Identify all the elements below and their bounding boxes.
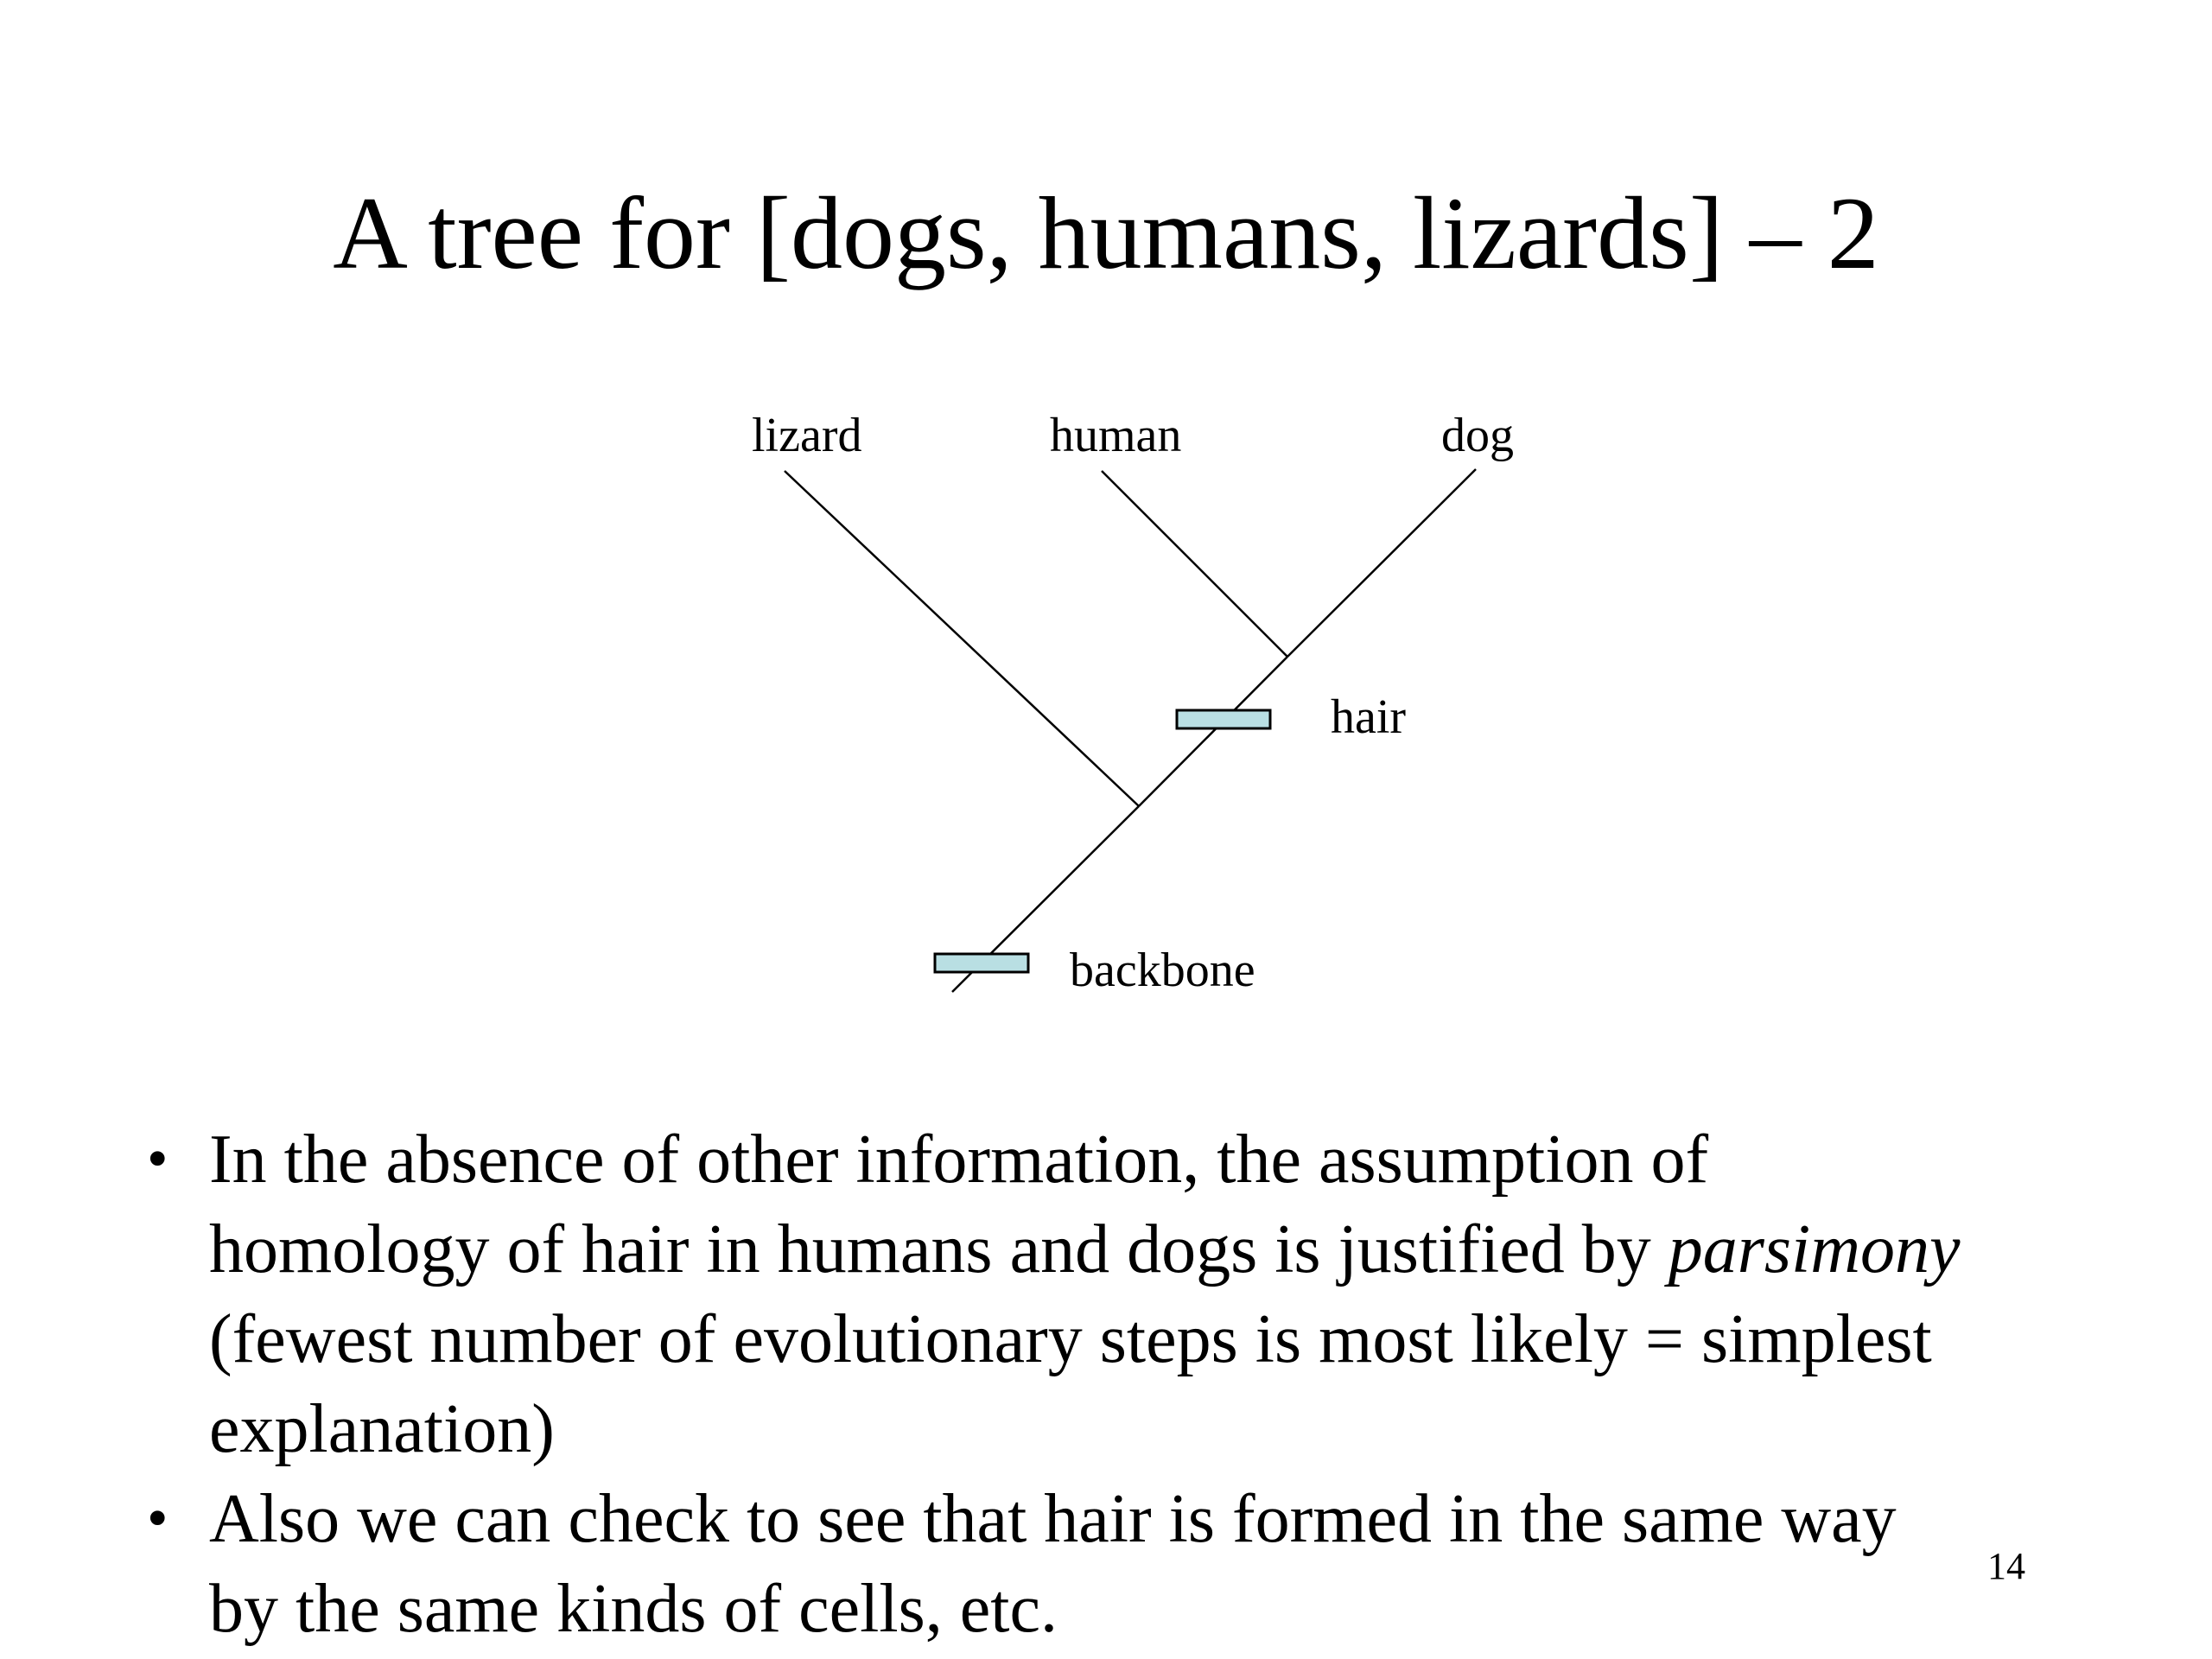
- slide-title: A tree for [dogs, humans, lizards] – 2: [333, 175, 1879, 290]
- emphasized-term: parsimony: [1668, 1211, 1961, 1287]
- bullet-text-part: (fewest number of evolutionary steps is …: [209, 1301, 1932, 1467]
- bullet-item: • Also we can check to see that hair is …: [147, 1474, 1961, 1654]
- bullet-item: • In the absence of other information, t…: [147, 1115, 1961, 1474]
- bullet-dot-icon: •: [147, 1485, 168, 1552]
- page-number: 14: [1987, 1545, 2025, 1587]
- mammal-stem-branch: [1138, 656, 1288, 807]
- human-branch: [1101, 470, 1288, 658]
- bullet-list: • In the absence of other information, t…: [147, 1115, 1961, 1654]
- bullet-dot-icon: •: [147, 1126, 168, 1192]
- bullet-text: In the absence of other information, the…: [209, 1122, 1961, 1467]
- lizard-branch: [784, 470, 1140, 807]
- trait-label-backbone: backbone: [1070, 944, 1255, 997]
- dog-branch: [1287, 468, 1477, 658]
- taxon-label-lizard: lizard: [752, 409, 861, 462]
- taxon-label-human: human: [1050, 409, 1181, 462]
- bullet-text-part: Also we can check to see that hair is fo…: [209, 1481, 1897, 1647]
- hair-trait-marker: [1175, 709, 1272, 730]
- backbone-trait-marker: [933, 952, 1030, 974]
- bullet-text: Also we can check to see that hair is fo…: [209, 1481, 1897, 1647]
- trait-label-hair: hair: [1331, 690, 1406, 744]
- bullet-text-part: In the absence of other information, the…: [209, 1122, 1709, 1287]
- taxon-label-dog: dog: [1441, 409, 1514, 462]
